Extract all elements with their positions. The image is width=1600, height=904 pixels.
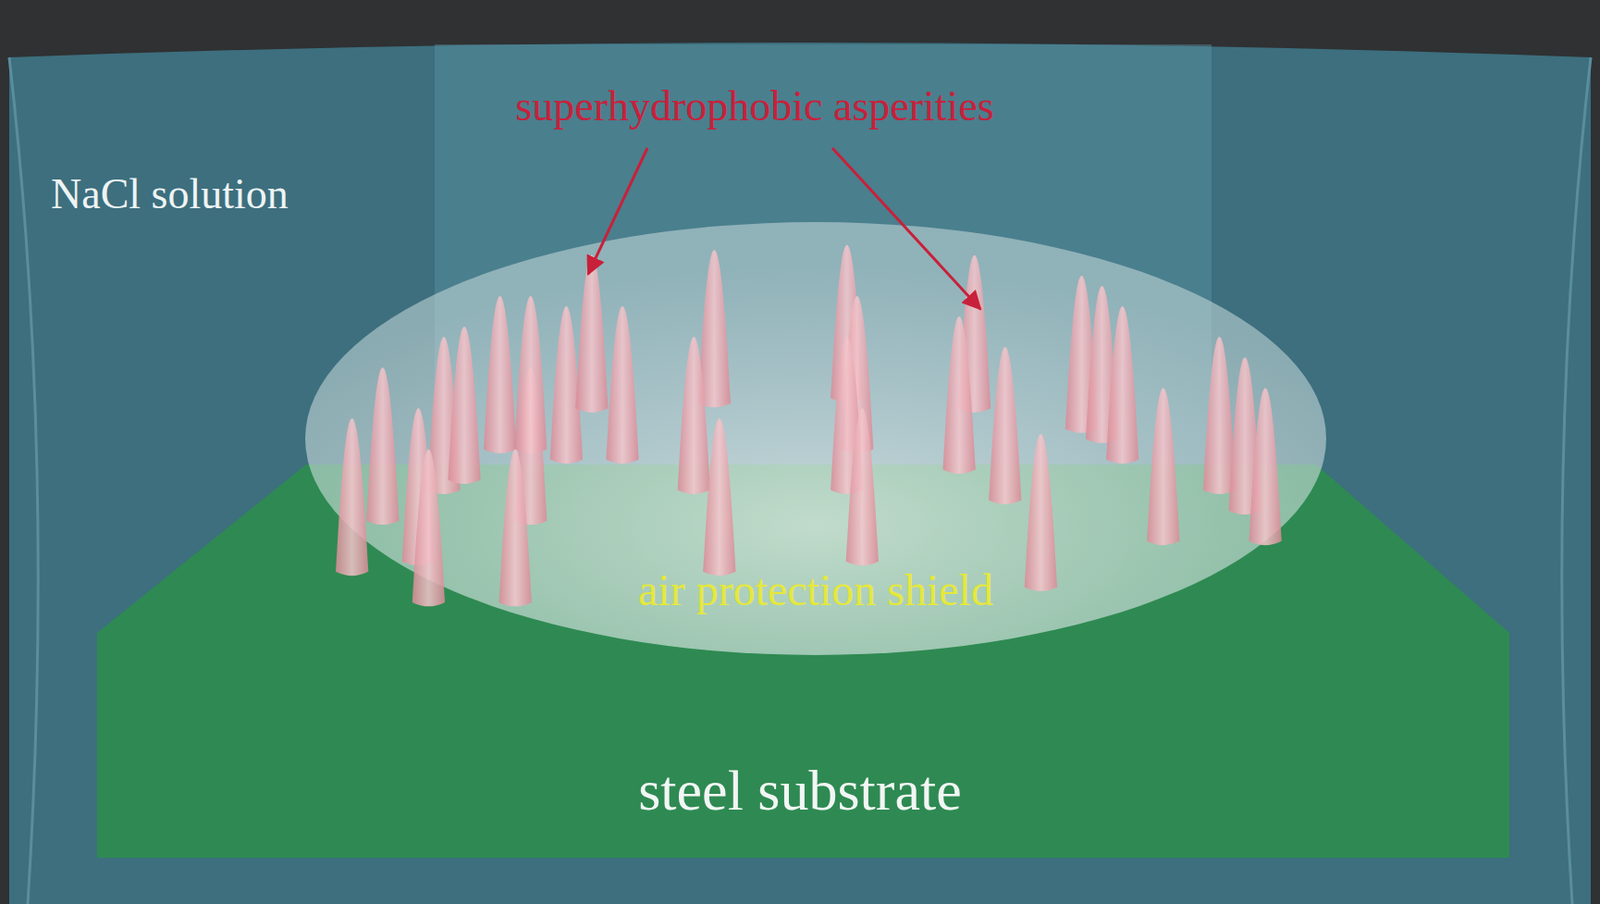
air-dome	[305, 221, 1327, 655]
container-wall	[9, 57, 38, 904]
leader-arrow	[832, 147, 981, 309]
region-label: steel substrate	[638, 758, 962, 822]
container-wall	[1562, 57, 1591, 904]
substrate-region: steel substrate	[97, 464, 1510, 858]
region-label: NaCl solution	[50, 171, 289, 219]
callout-label: superhydrophobic asperities	[515, 83, 994, 131]
region-label: air protection shield	[638, 566, 994, 616]
air-shield-region: air protection shield	[305, 221, 1327, 655]
solution-container	[9, 42, 1591, 904]
leader-arrow	[588, 147, 648, 274]
asperities	[335, 245, 1282, 607]
